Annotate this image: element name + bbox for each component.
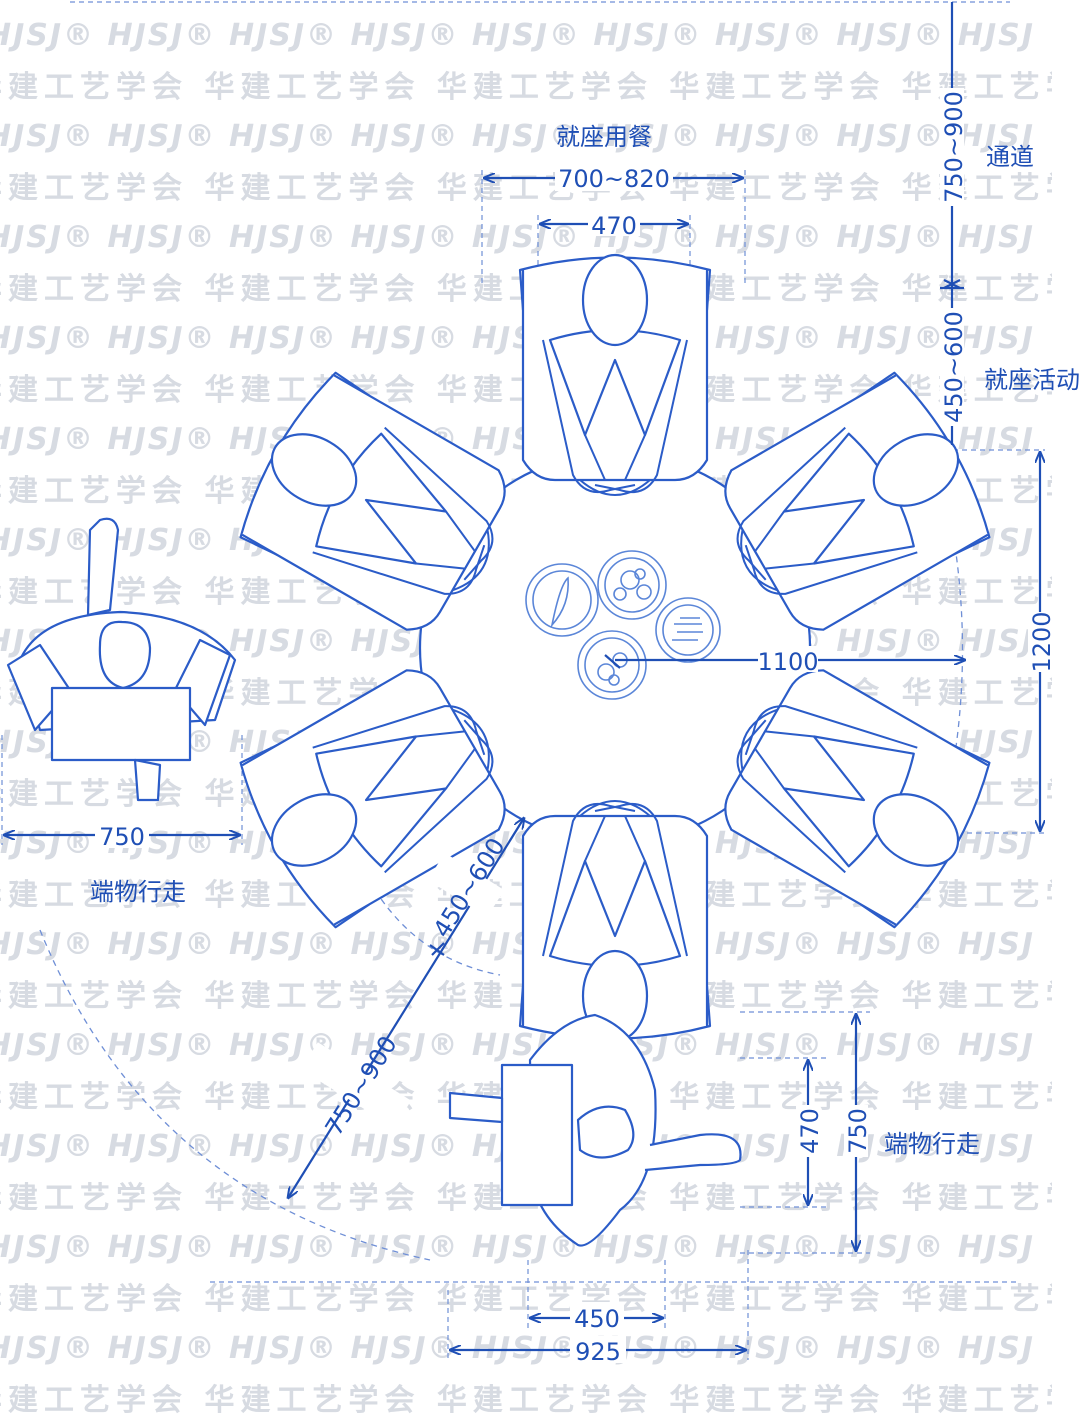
- watermark-latin-row: HJSJ® HJSJ® HJSJ® HJSJ® HJSJ® HJSJ® HJSJ…: [0, 220, 1035, 255]
- label-seat-activity: 就座活动: [984, 366, 1080, 394]
- dim-right-lower: 450~600: [940, 311, 968, 423]
- dim-top-inner: 470: [591, 212, 637, 240]
- label-carry-walk-left: 端物行走: [90, 878, 186, 906]
- dining-table-plan: 1100 700~820 470 就座用餐 750~900 450~600 通道…: [1, 1, 1080, 1363]
- watermark-chinese-row: 华建工艺学会 华建工艺学会 华建工艺学会 华建工艺学会 华建工艺学会 华建工艺学…: [0, 1383, 1052, 1418]
- diner-top: [518, 253, 712, 497]
- dim-table-radius: 1100: [757, 648, 818, 676]
- dim-bottom-inner: 450: [574, 1305, 620, 1333]
- diner-bottom: [518, 799, 712, 1043]
- label-dining: 就座用餐: [556, 123, 652, 151]
- dim-left-person: 750: [99, 823, 145, 851]
- watermark-latin-row: HJSJ® HJSJ® HJSJ® HJSJ® HJSJ® HJSJ® HJSJ…: [0, 119, 1035, 154]
- dim-bottom-outer: 925: [575, 1338, 621, 1363]
- watermark-chinese-row: 华建工艺学会 华建工艺学会 华建工艺学会 华建工艺学会 华建工艺学会 华建工艺学…: [0, 1282, 1052, 1317]
- dim-right-large: 750: [844, 1108, 872, 1154]
- waiter-left: [6, 517, 237, 802]
- dim-top-outer: 700~820: [558, 165, 670, 193]
- waiter-bottom: [448, 1013, 742, 1247]
- dim-right-small: 470: [796, 1108, 824, 1154]
- dim-right-upper: 750~900: [940, 91, 968, 203]
- outer-clearance-arc: [39, 929, 431, 1261]
- label-carry-walk-right: 端物行走: [884, 1130, 980, 1158]
- watermark-latin-row: HJSJ® HJSJ® HJSJ® HJSJ® HJSJ® HJSJ® HJSJ…: [0, 18, 1035, 53]
- watermark-chinese-row: 华建工艺学会 华建工艺学会 华建工艺学会 华建工艺学会 华建工艺学会 华建工艺学…: [0, 70, 1052, 105]
- label-passage: 通道: [986, 143, 1034, 171]
- watermark-latin-row: HJSJ® HJSJ® HJSJ® HJSJ® HJSJ® HJSJ® HJSJ…: [0, 321, 1035, 356]
- dim-table-span: 1200: [1028, 611, 1056, 672]
